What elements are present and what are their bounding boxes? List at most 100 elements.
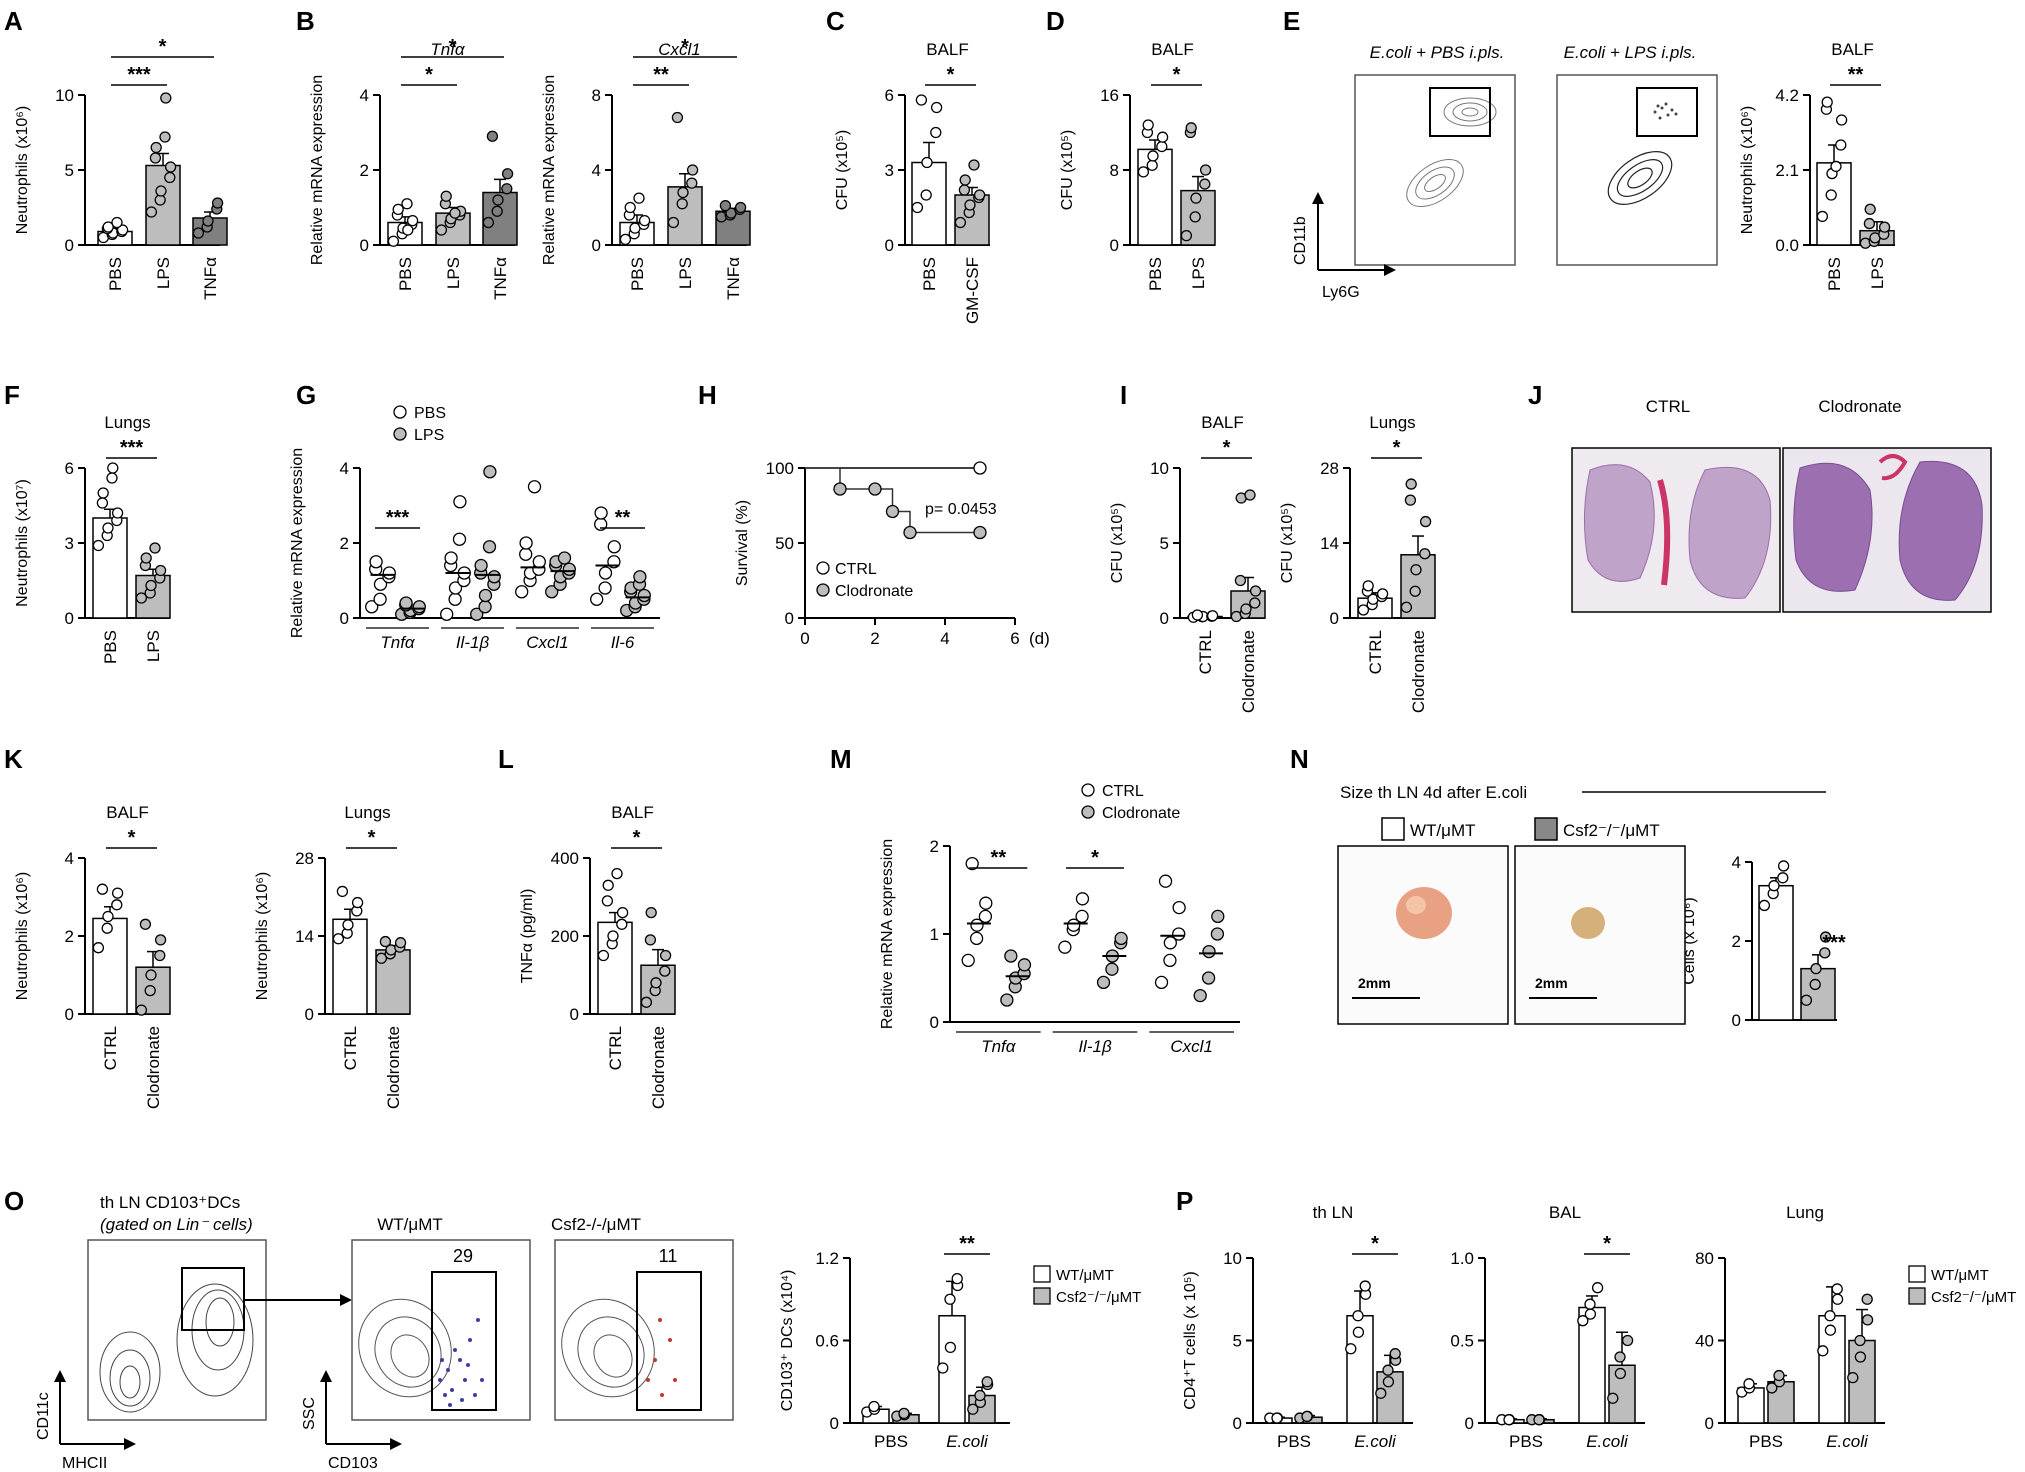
x-tick-label: E.coli [946, 1432, 989, 1451]
legend-label: Clodronate [1102, 805, 1180, 822]
data-point [1389, 1348, 1401, 1360]
data-point [545, 585, 559, 599]
legend-label: CTRL [835, 561, 877, 578]
significance-label: *** [386, 507, 410, 529]
data-point [1004, 949, 1018, 963]
data-point [1830, 160, 1842, 173]
y-tick-label: 14 [1320, 534, 1339, 553]
significance-label: *** [120, 437, 144, 459]
y-axis-label: Neutrophils (x10⁶) [14, 872, 31, 1000]
data-point [106, 472, 118, 484]
data-point [590, 592, 604, 606]
legend-marker [816, 583, 830, 597]
data-point [597, 949, 610, 962]
flow-o-pct-2: 29 [453, 1246, 473, 1266]
data-point [1382, 1364, 1394, 1376]
photo-n-scale-label-wt: 2mm [1358, 975, 1391, 991]
data-point [1400, 601, 1413, 613]
data-point [1773, 1369, 1785, 1382]
data-point [1405, 478, 1417, 490]
flow-e-gate-1 [1429, 87, 1491, 137]
data-point [1419, 515, 1432, 528]
data-point [1234, 574, 1247, 587]
data-point [1137, 166, 1150, 178]
data-point [1240, 603, 1252, 615]
survival-marker [973, 461, 987, 475]
x-tick-label: Clodronate [144, 1026, 163, 1109]
data-point [342, 919, 354, 931]
data-point [135, 592, 148, 604]
data-point [149, 152, 162, 164]
data-point [492, 194, 504, 206]
data-point [1345, 1343, 1357, 1355]
x-tick-label: LPS [1189, 257, 1208, 289]
data-point [1172, 927, 1186, 941]
y-tick-label: 1 [930, 925, 939, 944]
x-tick-label: TNFα [724, 257, 743, 300]
y-axis-label: Relative mRNA expression [289, 448, 306, 638]
data-point [375, 952, 388, 964]
y-axis-label: CFU (x10⁵) [834, 130, 851, 210]
data-point [1824, 1324, 1837, 1336]
data-point [379, 935, 392, 948]
data-point [969, 931, 984, 946]
x-tick-label: TNFα [491, 257, 510, 300]
data-point [145, 969, 157, 981]
data-point [1172, 900, 1186, 915]
data-point [149, 542, 161, 554]
flow-o-axis-x1-head [124, 1438, 136, 1450]
x-tick-label: PBS [1277, 1432, 1311, 1451]
data-point [164, 161, 177, 173]
flow-o-gate-3 [636, 1271, 702, 1411]
histology-clodronate-lung-right [1898, 460, 1983, 601]
chart-title: Cxcl1 [658, 40, 701, 59]
photo-n-legend-swatch-ko [1534, 817, 1558, 841]
data-point [562, 562, 576, 576]
data-point [640, 996, 653, 1008]
data-point [1533, 1414, 1545, 1426]
legend-label: Csf2⁻/⁻/μMT [1056, 1289, 1141, 1306]
photo-n-title: Size th LN 4d after E.coli [1340, 783, 1527, 802]
data-point [154, 934, 167, 946]
data-point [959, 174, 971, 186]
data-point [1831, 1293, 1844, 1305]
data-point [1854, 1334, 1866, 1347]
flow-o-label-y1: CD11c [35, 1392, 52, 1440]
significance-label: ** [959, 1233, 975, 1255]
y-tick-label: 10 [55, 86, 74, 105]
data-point [399, 596, 413, 610]
flow-e-title-1: E.coli + PBS i.pls. [1370, 43, 1505, 62]
legend-swatch [1908, 1287, 1926, 1305]
y-tick-label: 6 [65, 459, 74, 478]
photo-n: Size th LN 4d after E.coli WT/μMT Csf2⁻/… [1337, 783, 1826, 1025]
data-point [659, 965, 671, 977]
data-point [719, 199, 732, 212]
data-point [1142, 119, 1154, 131]
data-point [944, 1293, 956, 1305]
data-point [478, 600, 492, 614]
data-point [387, 235, 400, 247]
y-tick-label: 4 [65, 849, 74, 868]
photo-n-frame-ko [1514, 845, 1686, 1025]
panel-letter-o: O [4, 1186, 24, 1216]
flow-e-xaxis-label: Ly6G [1322, 284, 1360, 301]
data-point [968, 159, 980, 171]
y-tick-label: 0 [65, 236, 74, 255]
data-point [482, 216, 495, 229]
data-point [1206, 610, 1219, 622]
legend-marker [816, 561, 830, 575]
data-point [961, 953, 975, 968]
y-axis-label: Neutrophils (x10⁶) [1739, 106, 1756, 234]
flow-e-yaxis-label: CD11b [1292, 216, 1309, 265]
flow-o-pct-3: 11 [659, 1246, 678, 1266]
y-axis-label: Relative mRNA expression [541, 75, 558, 265]
flow-o-axis-y1-head [54, 1370, 66, 1382]
y-axis-label: CD103⁺ DCs (x10⁴) [779, 1270, 796, 1412]
y-axis-label: Neutrophils (x10⁷) [14, 479, 31, 607]
significance-label: * [368, 827, 376, 849]
data-point [470, 607, 484, 621]
data-point [868, 1400, 880, 1413]
data-point [532, 555, 546, 569]
